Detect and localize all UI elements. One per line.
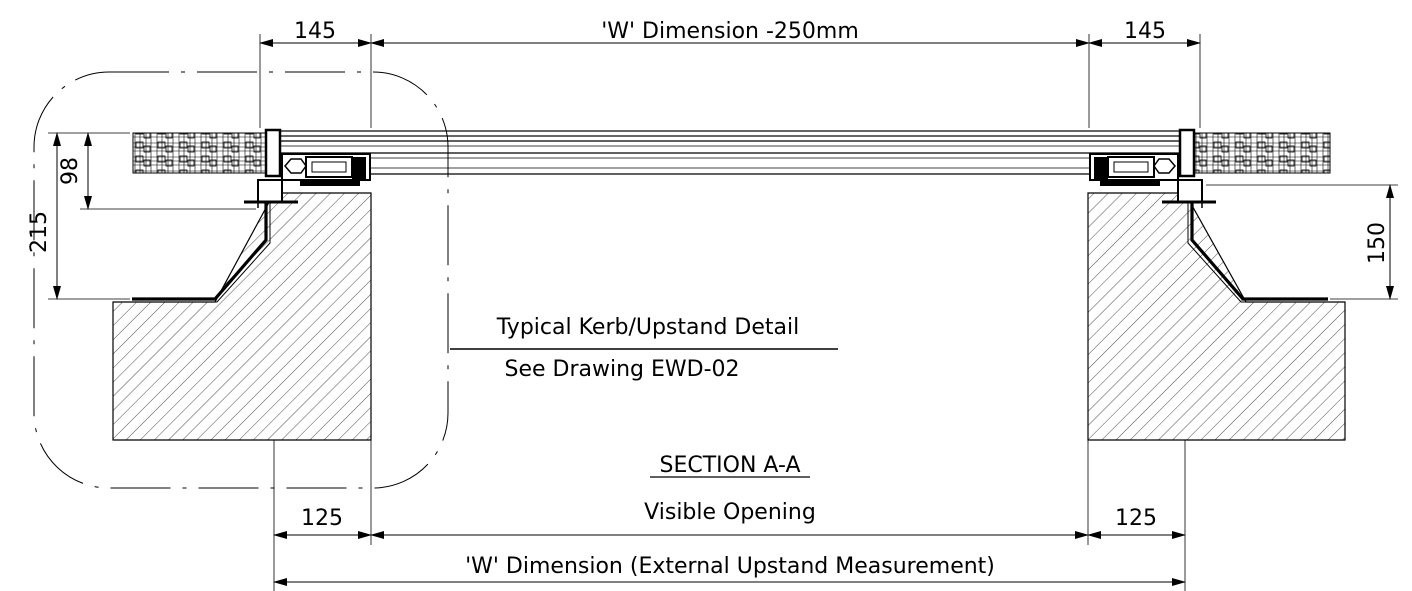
dim-top-left: 145 xyxy=(294,19,336,44)
dim-bottom-overall: 'W' Dimension (External Upstand Measurem… xyxy=(465,554,995,579)
glazing-panel xyxy=(273,130,1187,175)
dim-bottom-left: 125 xyxy=(301,506,343,531)
detail-note: Typical Kerb/Upstand Detail See Drawing … xyxy=(450,315,838,382)
detail-reference: See Drawing EWD-02 xyxy=(504,357,739,382)
dim-top-center: 'W' Dimension -250mm xyxy=(601,19,859,44)
dimension-labels: 145 'W' Dimension -250mm 145 215 98 150 … xyxy=(27,19,1390,579)
extension-lines xyxy=(48,34,1398,591)
dim-left-inner: 98 xyxy=(58,157,83,185)
dim-bottom-right: 125 xyxy=(1115,506,1157,531)
left-frame xyxy=(244,128,371,208)
left-upstand xyxy=(112,192,372,441)
dim-right-side: 150 xyxy=(1365,222,1390,264)
dim-bottom-center: Visible Opening xyxy=(644,500,816,525)
right-frame xyxy=(1089,128,1216,208)
dimension-lines xyxy=(53,39,1394,586)
detail-callout-outline xyxy=(33,71,449,489)
left-insulation xyxy=(132,132,271,174)
right-insulation xyxy=(1191,132,1331,174)
detail-title: Typical Kerb/Upstand Detail xyxy=(496,315,799,340)
section-title: SECTION A-A xyxy=(650,453,810,478)
right-upstand xyxy=(1087,192,1346,441)
dim-top-right: 145 xyxy=(1124,19,1166,44)
dim-left-outer: 215 xyxy=(27,211,52,253)
section-label: SECTION A-A xyxy=(660,453,801,478)
